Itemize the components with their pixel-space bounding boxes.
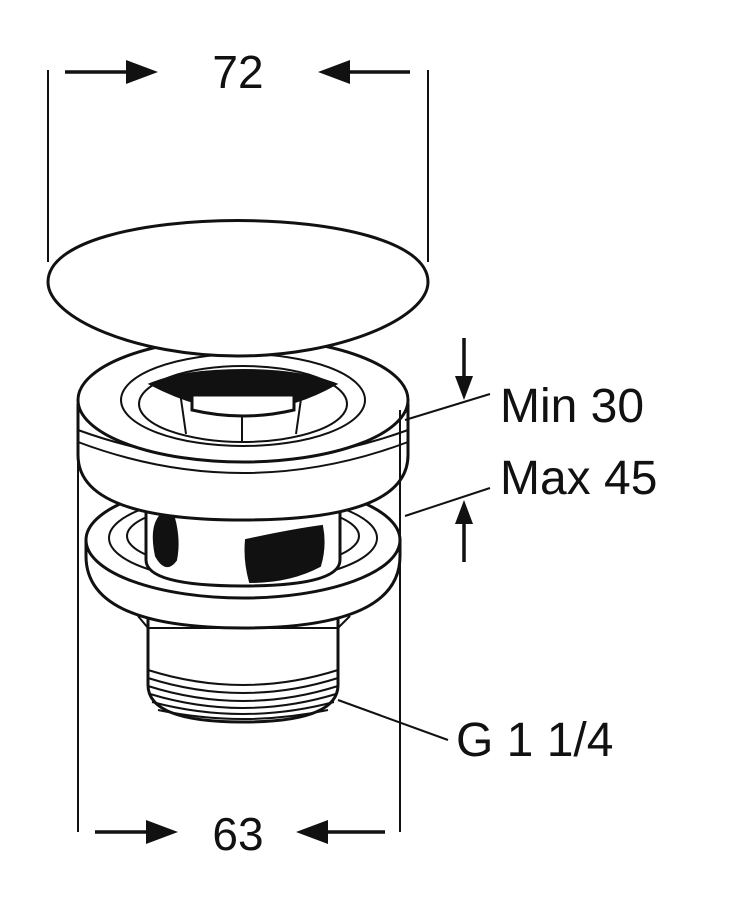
plug-cap bbox=[46, 219, 430, 418]
top-width-label: 72 bbox=[212, 46, 263, 98]
thread-line bbox=[151, 701, 335, 715]
max-leader-line bbox=[404, 487, 491, 517]
thread-line bbox=[147, 677, 339, 694]
bottom-arrow-left-head bbox=[146, 820, 178, 844]
bottom-arrow-right-head bbox=[296, 820, 328, 844]
plug-cap-dome bbox=[46, 219, 430, 358]
top-arrow-right-head bbox=[318, 60, 350, 84]
cage-slot-right bbox=[244, 524, 325, 584]
top-arrow-left-head bbox=[126, 60, 158, 84]
thread-line bbox=[149, 693, 337, 709]
plug-stem bbox=[190, 393, 296, 418]
threaded-tail bbox=[137, 608, 351, 724]
thread-leader-line bbox=[337, 699, 449, 741]
thickness-arrow-up-head bbox=[455, 500, 473, 524]
top-dimension: 72 bbox=[47, 46, 429, 262]
cage-slot-left bbox=[152, 514, 179, 567]
bottom-dimension: 63 bbox=[77, 400, 401, 860]
thread-callout: G 1 1/4 bbox=[337, 699, 613, 767]
thread-line bbox=[147, 685, 339, 702]
thickness-dimension: Min 30 Max 45 bbox=[404, 338, 657, 562]
thread-label: G 1 1/4 bbox=[456, 714, 613, 767]
min-leader-line bbox=[404, 393, 491, 421]
thread-line bbox=[147, 669, 339, 686]
upper-ring bbox=[76, 336, 410, 522]
waste-body bbox=[46, 219, 430, 724]
ring-groove bbox=[77, 441, 409, 474]
bottom-width-label: 63 bbox=[212, 808, 263, 860]
max-thickness-label: Max 45 bbox=[500, 452, 657, 505]
thread-line bbox=[157, 709, 329, 720]
min-thickness-label: Min 30 bbox=[500, 380, 644, 433]
thickness-arrow-down-head bbox=[455, 376, 473, 400]
